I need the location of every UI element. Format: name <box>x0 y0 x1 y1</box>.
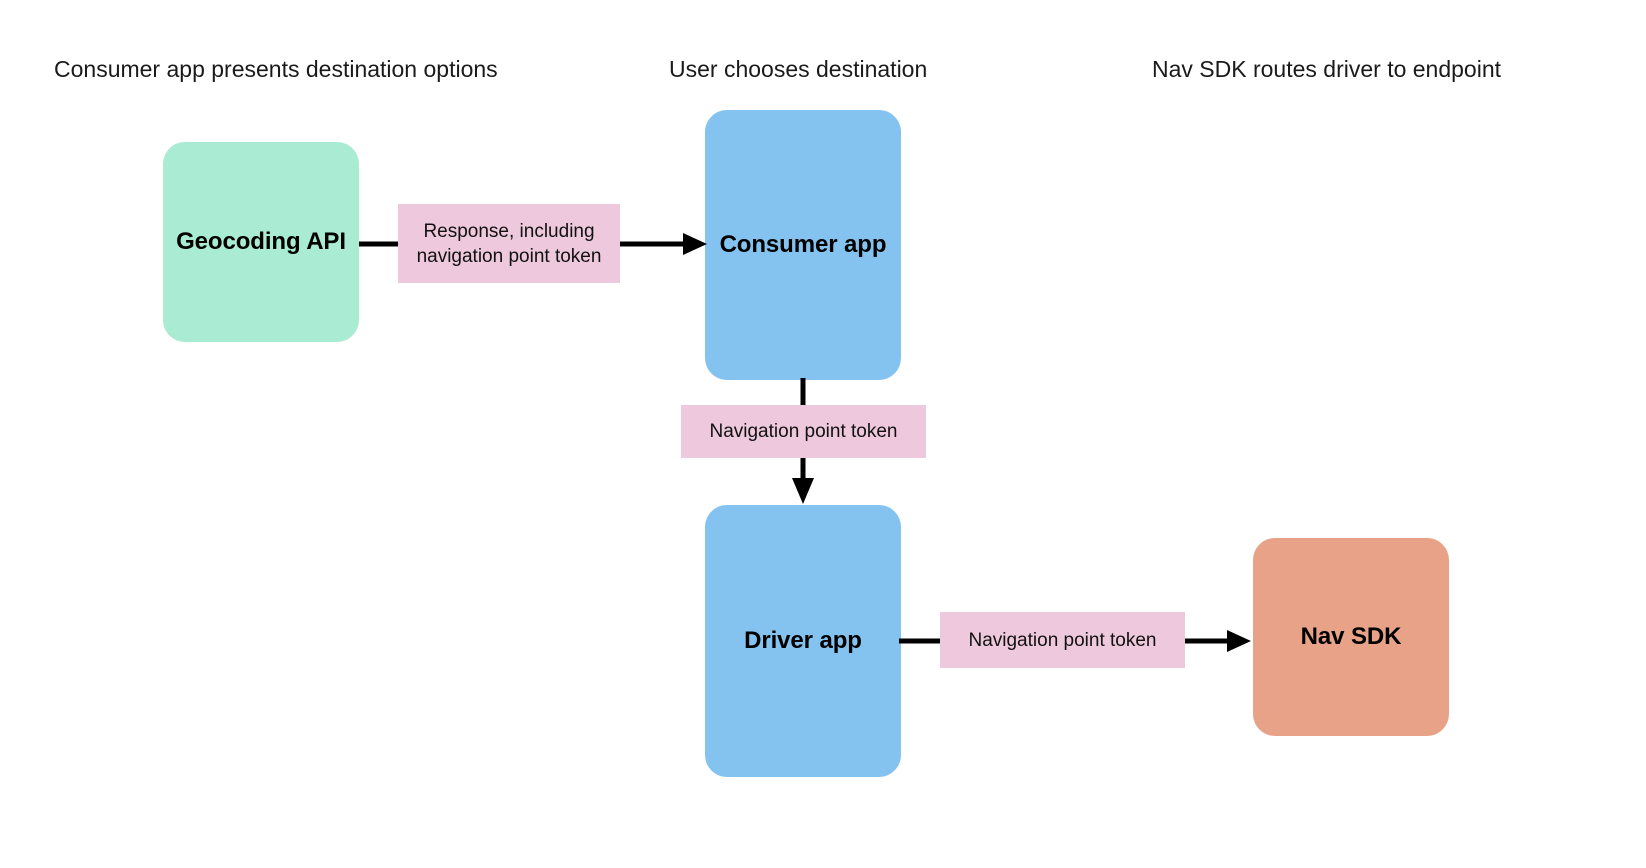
column-heading-user-choice: User chooses destination <box>669 56 928 82</box>
node-geocoding-api-label: Geocoding API <box>176 228 346 255</box>
column-heading-nav-sdk: Nav SDK routes driver to endpoint <box>1152 56 1502 82</box>
edge-label-geocoding-to-consumer-text: Response, including navigation point tok… <box>416 220 602 267</box>
node-nav-sdk[interactable]: Nav SDK <box>1253 538 1449 736</box>
node-consumer-app-label: Consumer app <box>719 231 887 258</box>
node-nav-sdk-label: Nav SDK <box>1300 623 1402 650</box>
edge-label-driver-to-navsdk-text: Navigation point token <box>968 629 1157 651</box>
node-driver-app-label: Driver app <box>744 627 862 654</box>
edge-label-geocoding-to-consumer: Response, including navigation point tok… <box>398 204 620 283</box>
edge-label-consumer-to-driver-text: Navigation point token <box>709 421 898 442</box>
edge-label-consumer-to-driver: Navigation point token <box>681 405 926 458</box>
node-geocoding-api[interactable]: Geocoding API <box>163 142 359 342</box>
node-driver-app[interactable]: Driver app <box>705 505 901 777</box>
column-heading-consumer-app: Consumer app presents destination option… <box>54 56 498 82</box>
edge-label-driver-to-navsdk: Navigation point token <box>940 612 1185 668</box>
node-consumer-app[interactable]: Consumer app <box>705 110 901 380</box>
